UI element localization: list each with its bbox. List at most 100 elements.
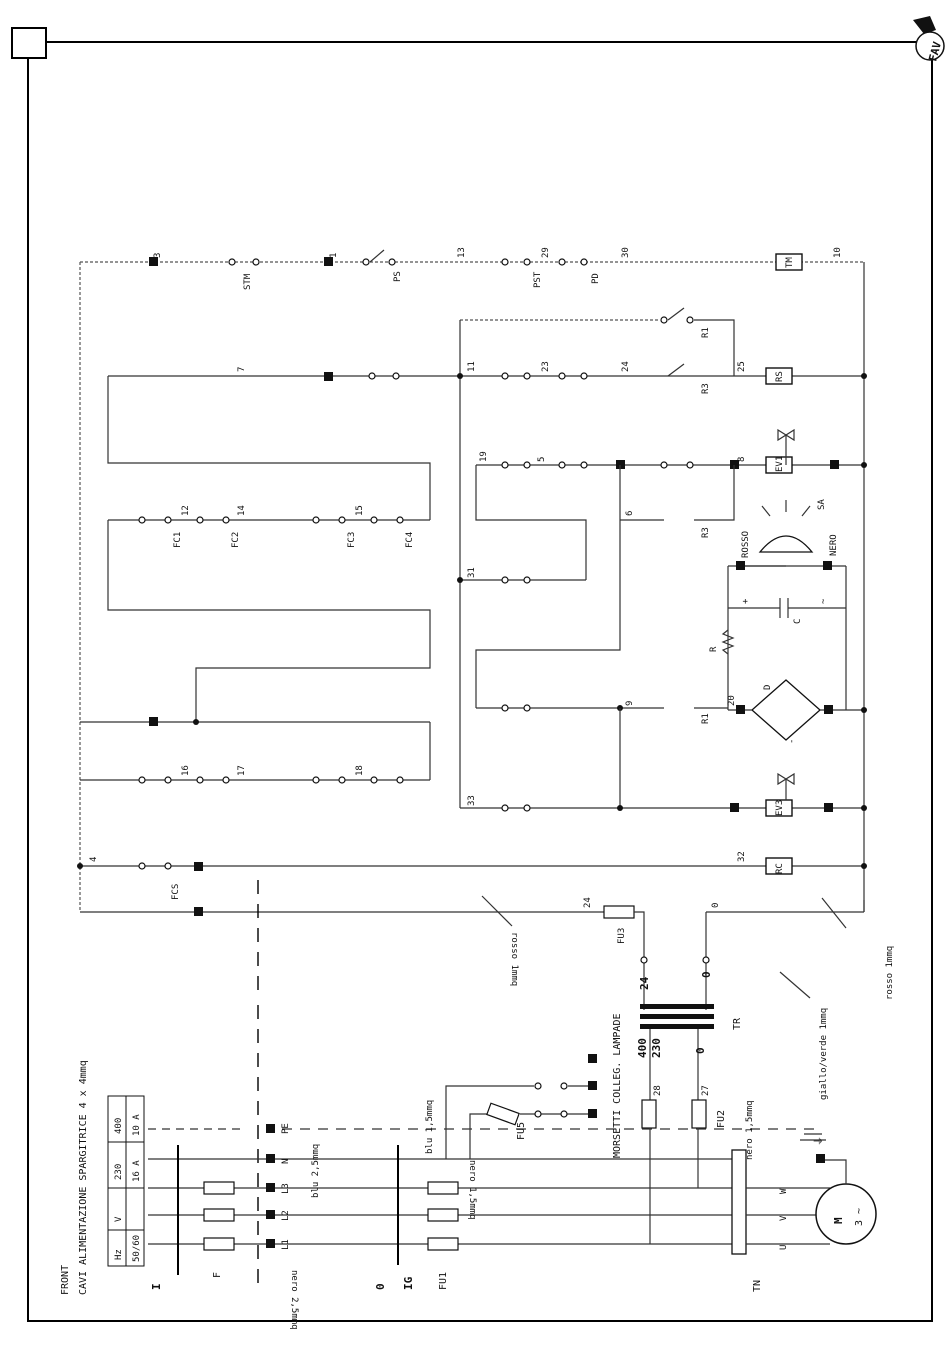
- dev-fu3: FU3: [617, 928, 627, 944]
- dev-r3: R3: [701, 383, 711, 394]
- dev-ev1: EV1: [775, 456, 785, 472]
- wire-15: 15: [355, 505, 365, 516]
- terminal-board-label: MORSETTI COLLEG. LAMPADE: [612, 1014, 623, 1159]
- tr-label: TR: [732, 1017, 743, 1030]
- dev-tm: TM: [785, 257, 795, 268]
- wire-note-4: nero 1,5mmq: [467, 1160, 477, 1220]
- title-line2: CAVI ALIMENTAZIONE SPARGITRICE 4 x 4mmq: [78, 1060, 89, 1295]
- wire-12: 12: [181, 505, 191, 516]
- phase-l3: L3: [281, 1183, 291, 1194]
- wire-note-5: nero 1,5mmq: [745, 1100, 755, 1160]
- wire-23: 23: [541, 361, 551, 372]
- wire-14: 14: [237, 505, 247, 516]
- dev-c: C: [793, 619, 803, 624]
- dev-pd-1: PD: [591, 273, 601, 284]
- wire-31: 31: [467, 567, 477, 578]
- wire-3: 3: [153, 253, 163, 258]
- sheet-border: [27, 41, 933, 1322]
- dev-sa: SA: [817, 499, 827, 510]
- wire-10: 10: [833, 247, 843, 258]
- rating-10a: 10 A: [132, 1114, 142, 1136]
- labels: FRONT CAVI ALIMENTAZIONE SPARGITRICE 4 x…: [60, 247, 895, 1329]
- motor-terminal-u: U: [779, 1245, 789, 1250]
- brand-logo: FAV: [913, 16, 945, 63]
- corner-box: [11, 27, 47, 59]
- switch-label-ig: IG: [402, 1276, 415, 1290]
- rating-230: 230: [114, 1164, 124, 1180]
- wire-note-3: blu 1,5mmq: [425, 1100, 435, 1154]
- earth-symbol: ⏚: [813, 1136, 825, 1146]
- wire-8: 8: [737, 457, 747, 462]
- dev-d: D: [763, 685, 773, 690]
- motor-terminal-v: V: [779, 1215, 789, 1221]
- polarity-minus: -: [787, 739, 797, 744]
- rating-400: 400: [114, 1118, 124, 1134]
- rating-table: Hz V 230 400 50/60 16 A 10 A: [107, 1095, 145, 1267]
- wire-7: 7: [237, 367, 247, 372]
- wire-18: 18: [355, 765, 365, 776]
- wire-29: 29: [541, 247, 551, 258]
- wire-16: 16: [181, 765, 191, 776]
- dev-fc3: FC3: [347, 532, 357, 548]
- wire-19: 19: [479, 451, 489, 462]
- dev-stm: STM: [243, 273, 253, 290]
- wire-9: 9: [625, 701, 635, 706]
- tr-tap-0b: 0: [700, 971, 713, 978]
- rating-v: V: [114, 1216, 124, 1222]
- brand-logo-text: FAV: [926, 40, 944, 63]
- wire-note-2: blu 2,5mmq: [311, 1144, 321, 1198]
- wire-24: 24: [621, 361, 631, 372]
- dev-r: R: [709, 646, 719, 652]
- dev-r3-2: R3: [701, 527, 711, 538]
- wire-5: 5: [537, 457, 547, 462]
- title-line1: FRONT: [60, 1265, 71, 1295]
- wire-28: 28: [653, 1085, 663, 1096]
- polarity-plus: +: [741, 598, 751, 604]
- dev-nero: NERO: [829, 534, 839, 556]
- phase-n: N: [281, 1159, 291, 1164]
- phase-l1: L1: [281, 1239, 291, 1250]
- dev-rc: RC: [775, 863, 785, 874]
- rating-16a: 16 A: [132, 1160, 142, 1182]
- tr-tap-24: 24: [638, 976, 651, 990]
- wire-note-1: nero 2,5mmq: [289, 1270, 299, 1330]
- motor-label: M: [832, 1217, 845, 1224]
- motor-block-label: TN: [752, 1280, 763, 1292]
- dev-fc4: FC4: [405, 532, 415, 548]
- dev-ps-1: PS: [393, 271, 403, 282]
- switch-label-i: I: [150, 1283, 163, 1290]
- power-circuit: [148, 880, 877, 1290]
- wire-11: 11: [467, 361, 477, 372]
- polarity-ac: ~: [819, 598, 829, 604]
- dev-ev3: EV3: [775, 800, 785, 816]
- dev-pst-1: PST: [533, 271, 543, 288]
- wire-4: 4: [89, 857, 99, 862]
- phase-pe: PE: [281, 1123, 291, 1134]
- wire-note-7: rosso 1mmq: [509, 932, 519, 986]
- wire-note-6: giallo/verde 1mmq: [819, 1008, 829, 1100]
- tr-tap-0a: 0: [694, 1047, 707, 1054]
- wire-1: 1: [329, 253, 339, 258]
- fuse-label-f: F: [212, 1272, 223, 1278]
- control-circuit: [77, 249, 867, 1010]
- wire-20: 20: [727, 695, 737, 706]
- dev-rosso: ROSSO: [741, 531, 751, 558]
- wire-25: 25: [737, 361, 747, 372]
- fuse-label-fu1: FU1: [438, 1272, 449, 1290]
- phase-l2: L2: [281, 1210, 291, 1221]
- dev-r1-2: R1: [701, 713, 711, 724]
- dev-fc2: FC2: [231, 532, 241, 548]
- tr-tap-400: 400: [636, 1038, 649, 1058]
- rating-hz: Hz: [114, 1249, 124, 1260]
- dev-rs: RS: [775, 371, 785, 382]
- dev-r1-1: R1: [701, 327, 711, 338]
- wire-13: 13: [457, 247, 467, 258]
- switch-label-0: 0: [374, 1283, 387, 1290]
- motor-terminal-w: W: [779, 1188, 789, 1194]
- wire-27: 27: [701, 1085, 711, 1096]
- wire-33: 33: [467, 795, 477, 806]
- dev-fc1: FC1: [173, 532, 183, 548]
- wire-0: 0: [711, 903, 721, 908]
- dev-fcs: FCS: [171, 884, 181, 900]
